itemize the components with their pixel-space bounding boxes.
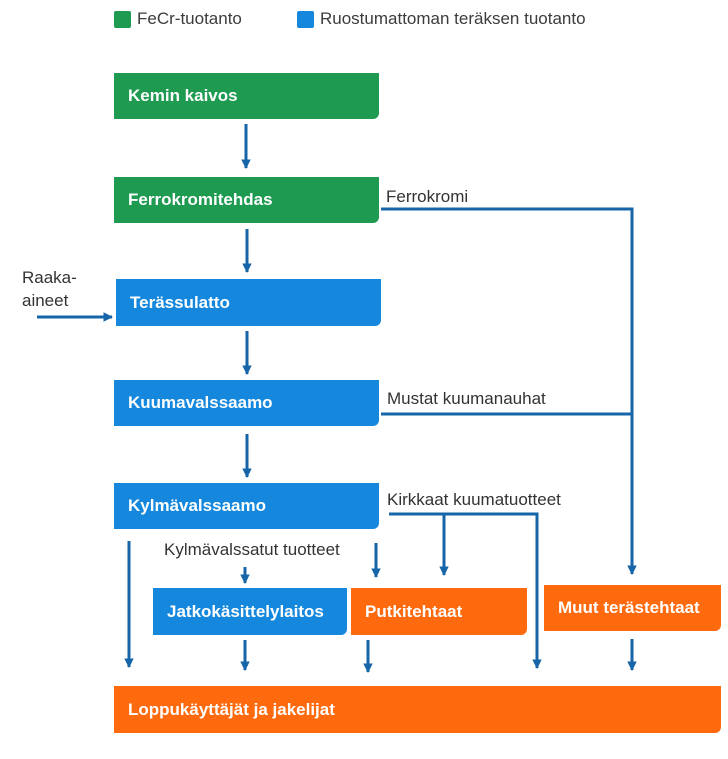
line-ferrokromi [381,207,637,575]
box-kylmavalssaamo: Kylmävalssaamo [114,483,379,529]
box-terassulatto: Terässulatto [116,279,381,326]
box-jatkokasittelylaitos-label: Jatkokäsittelylaitos [167,601,324,621]
box-muut-terastehtaat: Muut terästehtaat [544,585,721,631]
box-ferrokromitehdas: Ferrokromitehdas [114,177,379,223]
label-raaka: Raaka- [22,268,77,287]
box-putkitehtaat-label: Putkitehtaat [365,601,463,621]
box-kemin-kaivos: Kemin kaivos [114,73,379,119]
box-kylmavalssaamo-label: Kylmävalssaamo [128,496,266,515]
box-kemin-kaivos-label: Kemin kaivos [128,86,238,105]
box-ferrokromitehdas-label: Ferrokromitehdas [128,190,273,209]
box-terassulatto-label: Terässulatto [130,292,230,312]
box-muut-terastehtaat-label: Muut terästehtaat [558,598,700,617]
legend-stainless-label: Ruostumattoman teräksen tuotanto [320,9,586,28]
box-kuumavalssaamo-label: Kuumavalssaamo [128,393,273,412]
legend-fecr-label: FeCr-tuotanto [137,9,242,28]
label-kirkkaat-kuumatuotteet: Kirkkaat kuumatuotteet [387,490,561,509]
box-loppukayttajat-label: Loppukäyttäjät ja jakelijat [128,699,335,719]
label-mustat-kuumanauhat: Mustat kuumanauhat [387,389,546,408]
box-kuumavalssaamo: Kuumavalssaamo [114,380,379,426]
legend-swatch-green [114,10,131,28]
legend-fecr: FeCr-tuotanto [114,9,242,29]
label-kylmavalssatut-tuotteet: Kylmävalssatut tuotteet [164,540,340,559]
box-putkitehtaat: Putkitehtaat [351,588,527,635]
box-jatkokasittelylaitos: Jatkokäsittelylaitos [153,588,347,635]
box-loppukayttajat: Loppukäyttäjät ja jakelijat [114,686,721,733]
legend-stainless: Ruostumattoman teräksen tuotanto [297,9,586,29]
legend-swatch-blue [297,10,314,28]
line-kirkkaat [389,512,542,669]
label-ferrokromi: Ferrokromi [386,187,469,206]
label-aineet: aineet [22,291,69,310]
